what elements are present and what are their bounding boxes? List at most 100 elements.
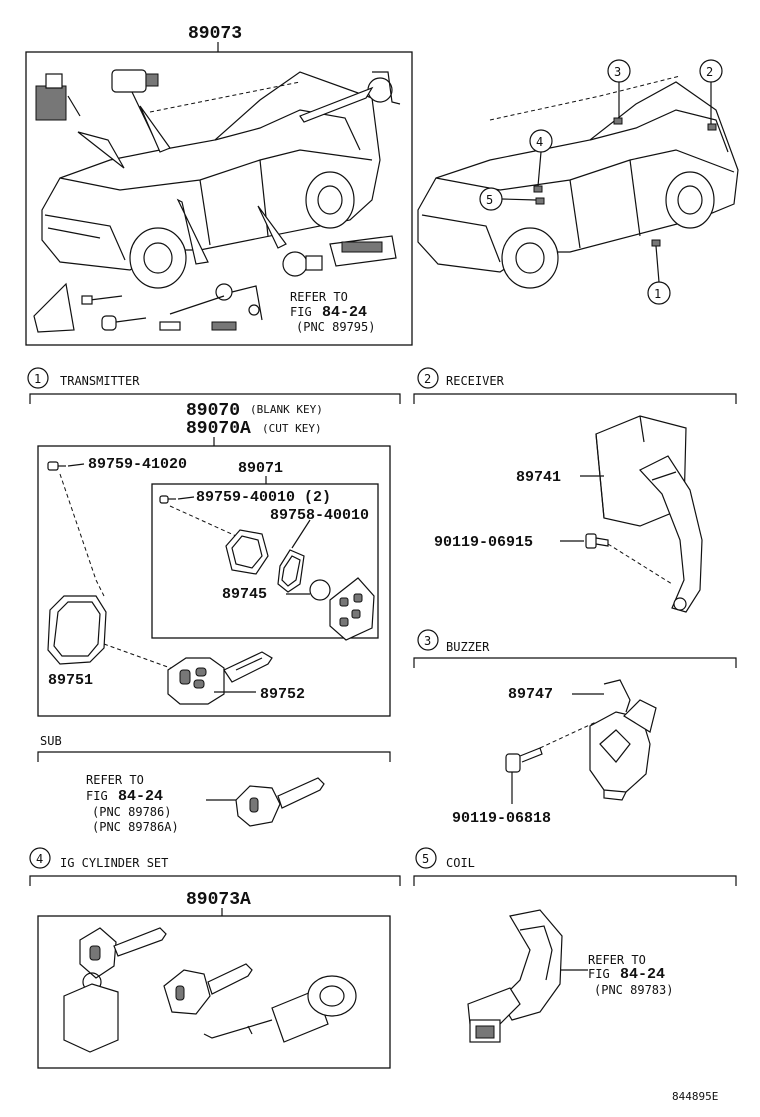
coil-refer-line1: REFER TO [588, 953, 646, 967]
section-bracket [413, 393, 737, 404]
coil-icon [467, 909, 563, 1043]
buzzer-unit-icon [589, 679, 657, 801]
arrow-shape [139, 105, 171, 153]
arrow-shape [257, 205, 287, 249]
arrow-shape [299, 86, 374, 123]
diagram-code: 844895E [672, 1090, 718, 1103]
coil-section-number: 5 [422, 852, 429, 866]
top-refer-line1: REFER TO [290, 290, 348, 304]
top-assembly: 89073 [25, 24, 413, 346]
coil-refer-fig-label: FIG [588, 967, 610, 981]
top-refer-fig-number[interactable]: 84-24 [322, 304, 367, 321]
part-89752[interactable]: 89752 [260, 686, 305, 703]
coil-refer-pnc: (PNC 89783) [594, 983, 673, 997]
svg-text:4: 4 [536, 135, 543, 149]
bolt-icon [585, 533, 609, 549]
top-refer-fig-label: FIG [290, 305, 312, 319]
sub-section-title: SUB [40, 734, 62, 748]
part-89070-note: (BLANK KEY) [250, 403, 323, 416]
svg-text:5: 5 [486, 193, 493, 207]
part-90119-06915[interactable]: 90119-06915 [434, 534, 533, 551]
part-89070A-note: (CUT KEY) [262, 422, 322, 435]
section-bracket [413, 657, 737, 668]
part-89071[interactable]: 89071 [238, 460, 283, 477]
buzzer-section-number: 3 [424, 634, 431, 648]
section-transmitter: 1 TRANSMITTER 89070 (BLANK KEY) 89070A (… [27, 367, 401, 717]
part-89747[interactable]: 89747 [508, 686, 553, 703]
section-coil: 5 COIL REFER TO FIG 84-24 (PNC 89783) [413, 847, 737, 1043]
arrow-shape [77, 131, 125, 169]
component-key-card-icon [329, 235, 397, 267]
callout-5: 5 [479, 187, 537, 211]
circuit-board-icon [225, 529, 269, 575]
section-receiver: 2 RECEIVER 89741 90119-06915 [413, 367, 737, 613]
section-ig-cylinder: 4 IG CYLINDER SET 89073A [29, 847, 401, 1069]
svg-text:3: 3 [614, 65, 621, 79]
part-90119-06818[interactable]: 90119-06818 [452, 810, 551, 827]
vehicle-location-view [417, 75, 739, 289]
callout-4: 4 [529, 129, 553, 187]
part-89759-41020[interactable]: 89759-41020 [88, 456, 187, 473]
component-coil-icon [367, 71, 401, 105]
ig-cylinder-section-title: IG CYLINDER SET [60, 856, 168, 870]
coil-refer-fig-number[interactable]: 84-24 [620, 966, 665, 983]
key-icon [167, 651, 273, 705]
battery-icon [309, 579, 331, 601]
part-89070[interactable]: 89070 [186, 401, 240, 421]
coil-section-title: COIL [446, 856, 475, 870]
transmitter-inner-frame [151, 483, 379, 639]
button-pad-icon [329, 577, 375, 641]
cylinder-icon [203, 975, 357, 1043]
top-part-number[interactable]: 89073 [188, 24, 242, 44]
svg-text:2: 2 [706, 65, 713, 79]
component-receiver-icon [35, 73, 81, 121]
transmitter-frame [37, 445, 391, 717]
component-buzzer-icon [111, 69, 159, 143]
part-89751[interactable]: 89751 [48, 672, 93, 689]
sub-refer-fig-number[interactable]: 84-24 [118, 788, 163, 805]
section-bracket [37, 751, 391, 762]
ig-cylinder-section-number: 4 [36, 852, 43, 866]
key-icon [163, 963, 253, 1015]
receiver-section-title: RECEIVER [446, 374, 505, 388]
section-bracket [413, 875, 737, 886]
svg-text:1: 1 [654, 287, 661, 301]
part-89070A[interactable]: 89070A [186, 419, 251, 439]
component-small-parts-icon [33, 282, 263, 333]
receiver-section-number: 2 [424, 372, 431, 386]
part-89741[interactable]: 89741 [516, 469, 561, 486]
section-bracket [29, 393, 401, 404]
buzzer-section-title: BUZZER [446, 640, 490, 654]
transmitter-section-number: 1 [34, 372, 41, 386]
part-89745[interactable]: 89745 [222, 586, 267, 603]
callout-3: 3 [607, 59, 631, 118]
screw-icon [47, 461, 66, 471]
sub-refer-line1: REFER TO [86, 773, 144, 787]
ig-cylinder-frame [37, 915, 391, 1069]
gasket-icon [277, 549, 305, 593]
transmitter-section-title: TRANSMITTER [60, 374, 140, 388]
receiver-unit-icon [595, 415, 703, 613]
callout-1: 1 [647, 245, 671, 305]
arrow-shape [176, 198, 209, 265]
sub-refer-pnc2: (PNC 89786A) [92, 820, 179, 834]
part-89758-40010[interactable]: 89758-40010 [270, 507, 369, 524]
top-refer-pnc: (PNC 89795) [296, 320, 375, 334]
section-buzzer: 3 BUZZER 89747 90119-06818 [413, 629, 737, 827]
screw-icon [159, 495, 176, 504]
component-ig-cylinder-icon [282, 251, 323, 277]
section-bracket [29, 875, 401, 886]
case-icon [47, 595, 107, 665]
part-89759-40010[interactable]: 89759-40010 (2) [196, 489, 331, 506]
part-89073A[interactable]: 89073A [186, 890, 251, 910]
top-assembly-frame [25, 51, 413, 346]
sub-refer-fig-label: FIG [86, 789, 108, 803]
callout-2: 2 [699, 59, 723, 124]
sub-refer-pnc1: (PNC 89786) [92, 805, 171, 819]
vehicle-left-drawing [41, 71, 381, 289]
bolt-icon [505, 747, 543, 773]
key-with-tag-icon [63, 927, 167, 1053]
section-sub: SUB REFER TO FIG 84-24 (PNC 89786) (PNC … [37, 734, 391, 834]
sub-key-icon [235, 777, 325, 827]
